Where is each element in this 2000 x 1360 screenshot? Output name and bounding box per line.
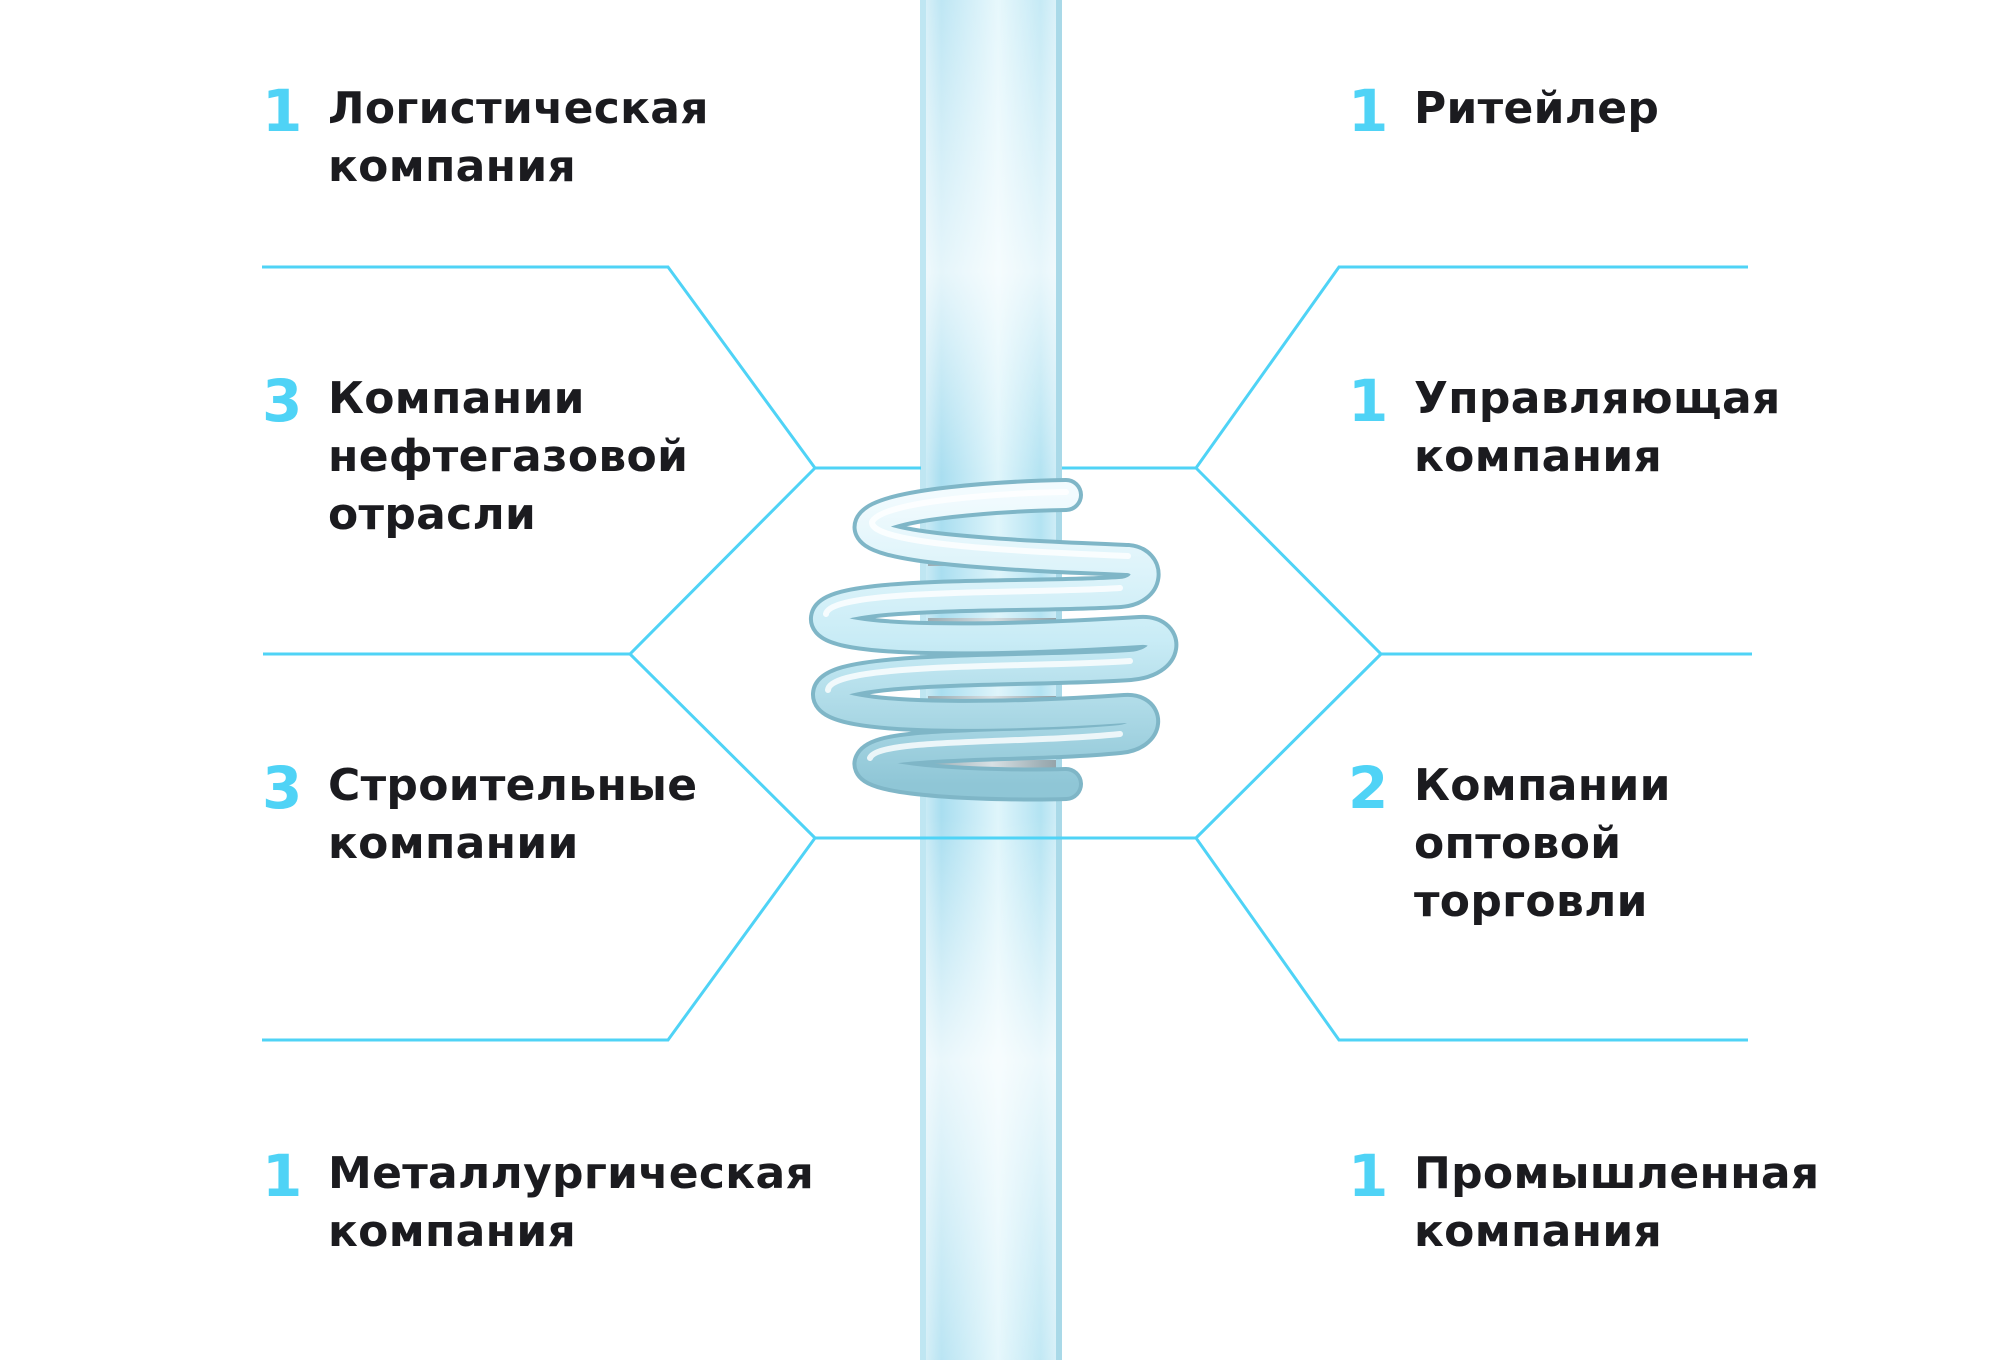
item-label: Компании оптовой торговли — [1414, 760, 1671, 927]
item-label: Логистическая компания — [328, 83, 709, 192]
item-label: Управляющая компания — [1414, 373, 1781, 482]
connector-right-lower — [1194, 652, 1383, 840]
item-label: Металлургическая компания — [328, 1148, 815, 1257]
item-count: 1 — [1348, 77, 1389, 145]
item-label: Промышленная компания — [1414, 1148, 1820, 1257]
item-count: 3 — [262, 754, 303, 822]
item-label: Ритейлер — [1414, 83, 1660, 134]
item-count: 3 — [262, 367, 303, 435]
list-item-logistics: 1 Логистическая компания — [262, 80, 709, 196]
list-item-metallurgy: 1 Металлургическая компания — [262, 1145, 814, 1261]
list-item-wholesale: 2 Компании оптовой торговли — [1348, 757, 1671, 931]
list-item-retailer: 1 Ритейлер — [1348, 80, 1659, 140]
list-item-industrial: 1 Промышленная компания — [1348, 1145, 1819, 1261]
connector-left-bottom — [262, 837, 817, 1042]
list-item-construction: 3 Строительные компании — [262, 757, 697, 873]
item-count: 2 — [1348, 754, 1389, 822]
connector-right-middle — [1194, 466, 1752, 656]
spiral-coil — [809, 478, 1179, 802]
item-label: Строительные компании — [328, 760, 698, 869]
item-count: 1 — [1348, 1142, 1389, 1210]
item-count: 1 — [262, 77, 303, 145]
list-item-management: 1 Управляющая компания — [1348, 370, 1781, 486]
list-item-oil-gas: 3 Компании нефтегазовой отрасли — [262, 370, 688, 544]
item-label: Компании нефтегазовой отрасли — [328, 373, 689, 540]
connector-lines — [262, 265, 1752, 1042]
connector-left-upper — [262, 265, 921, 470]
item-count: 1 — [1348, 367, 1389, 435]
connector-right-bottom — [1194, 837, 1748, 1042]
connector-right-upper — [1062, 265, 1748, 470]
item-count: 1 — [262, 1142, 303, 1210]
